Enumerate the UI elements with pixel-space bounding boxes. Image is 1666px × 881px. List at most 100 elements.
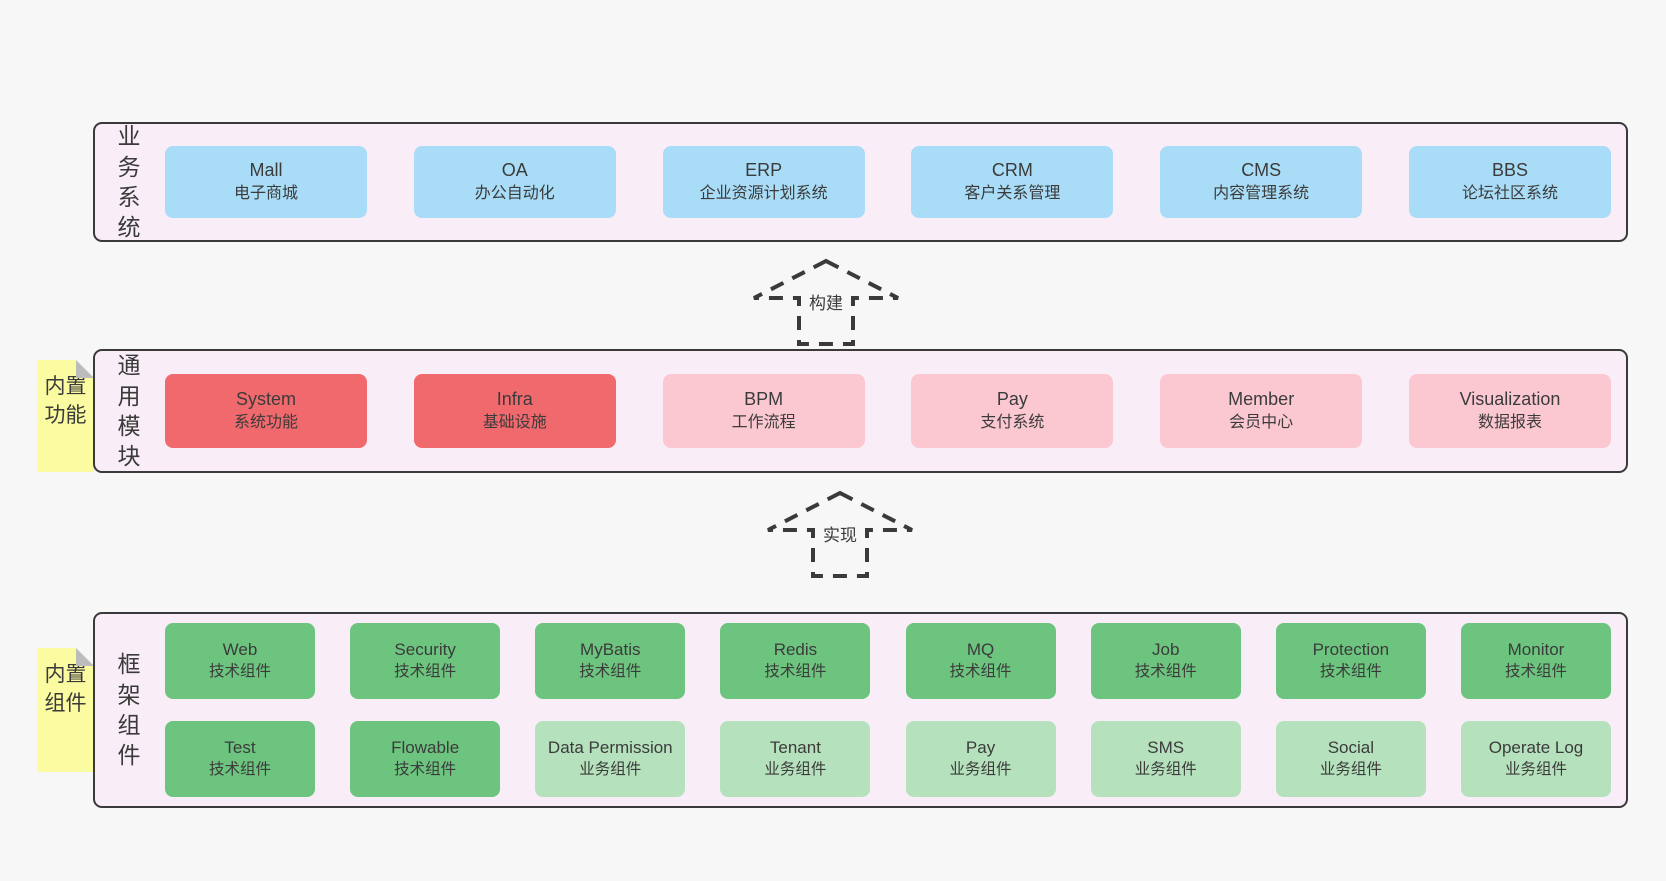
box-subtitle: 基础设施 bbox=[482, 414, 547, 432]
box-title: Data Permission bbox=[547, 738, 673, 758]
box-redis: Redis 技术组件 bbox=[720, 623, 871, 699]
box-title: BPM bbox=[744, 389, 784, 410]
panel-common-modules: 通用模块 System 系统功能 Infra 基础设施 BPM 工作流程 Pay… bbox=[93, 349, 1628, 473]
build-arrow: 构建 bbox=[748, 256, 904, 348]
box-job: Job 技术组件 bbox=[1090, 623, 1241, 699]
box-title: Redis bbox=[773, 640, 818, 660]
box-subtitle: 技术组件 bbox=[764, 662, 827, 680]
panel-title: 通用模块 bbox=[117, 352, 141, 470]
box-subtitle: 客户关系管理 bbox=[964, 185, 1061, 203]
box-flowable: Flowable 技术组件 bbox=[350, 721, 501, 797]
panel-business-systems: 业务系统 Mall 电子商城 OA 办公自动化 ERP 企业资源计划系统 CRM… bbox=[93, 122, 1628, 242]
box-security: Security 技术组件 bbox=[350, 623, 501, 699]
up-arrow-icon bbox=[753, 258, 899, 346]
box-subtitle: 技术组件 bbox=[394, 662, 457, 680]
box-subtitle: 工作流程 bbox=[731, 414, 796, 432]
box-title: Infra bbox=[496, 389, 533, 410]
box-rows: Web 技术组件 Security 技术组件 MyBatis 技术组件 Redi… bbox=[165, 623, 1611, 797]
box-title: Tenant bbox=[769, 738, 821, 758]
up-arrow-icon bbox=[767, 490, 913, 578]
box-social: Social 业务组件 bbox=[1275, 721, 1426, 797]
box-subtitle: 业务组件 bbox=[949, 760, 1012, 778]
box-row: Test 技术组件 Flowable 技术组件 Data Permission … bbox=[165, 721, 1611, 797]
box-title: MyBatis bbox=[580, 640, 641, 660]
box-subtitle: 办公自动化 bbox=[474, 185, 555, 203]
box-title: Pay bbox=[965, 738, 996, 758]
arrow-label: 构建 bbox=[804, 288, 848, 315]
box-subtitle: 会员中心 bbox=[1229, 414, 1294, 432]
panel-title: 框架组件 bbox=[117, 651, 141, 769]
box-subtitle: 技术组件 bbox=[394, 760, 457, 778]
box-subtitle: 技术组件 bbox=[1134, 662, 1197, 680]
box-title: Security bbox=[394, 640, 456, 660]
box-pay-component: Pay 业务组件 bbox=[905, 721, 1056, 797]
box-row: System 系统功能 Infra 基础设施 BPM 工作流程 Pay 支付系统… bbox=[165, 374, 1611, 448]
box-mall: Mall 电子商城 bbox=[165, 146, 367, 218]
box-title: CRM bbox=[991, 160, 1033, 181]
box-title: OA bbox=[501, 160, 528, 181]
box-subtitle: 系统功能 bbox=[233, 414, 298, 432]
box-test: Test 技术组件 bbox=[165, 721, 315, 797]
box-title: Pay bbox=[996, 389, 1028, 410]
box-infra: Infra 基础设施 bbox=[413, 374, 616, 448]
box-subtitle: 内容管理系统 bbox=[1213, 185, 1310, 203]
box-row: Mall 电子商城 OA 办公自动化 ERP 企业资源计划系统 CRM 客户关系… bbox=[165, 146, 1611, 218]
box-operate-log: Operate Log 业务组件 bbox=[1460, 721, 1611, 797]
box-subtitle: 企业资源计划系统 bbox=[699, 185, 828, 203]
box-title: CMS bbox=[1241, 160, 1282, 181]
box-title: Mall bbox=[249, 160, 283, 181]
box-title: BBS bbox=[1491, 160, 1528, 181]
box-erp: ERP 企业资源计划系统 bbox=[662, 146, 865, 218]
box-subtitle: 业务组件 bbox=[1319, 760, 1382, 778]
panel-title: 业务系统 bbox=[117, 123, 141, 241]
box-subtitle: 技术组件 bbox=[949, 662, 1012, 680]
box-title: SMS bbox=[1147, 738, 1185, 758]
arrow-label: 实现 bbox=[818, 520, 862, 547]
box-system: System 系统功能 bbox=[165, 374, 367, 448]
box-subtitle: 支付系统 bbox=[980, 414, 1045, 432]
box-oa: OA 办公自动化 bbox=[413, 146, 616, 218]
implement-arrow: 实现 bbox=[762, 488, 918, 580]
box-cms: CMS 内容管理系统 bbox=[1160, 146, 1363, 218]
box-subtitle: 数据报表 bbox=[1477, 414, 1542, 432]
box-subtitle: 技术组件 bbox=[1504, 662, 1567, 680]
box-title: Flowable bbox=[391, 738, 460, 758]
box-subtitle: 论坛社区系统 bbox=[1461, 185, 1558, 203]
box-subtitle: 业务组件 bbox=[579, 760, 642, 778]
tag-built-in-components: 内置组件 bbox=[37, 648, 94, 772]
box-mq: MQ 技术组件 bbox=[905, 623, 1056, 699]
box-subtitle: 技术组件 bbox=[208, 662, 271, 680]
box-member: Member 会员中心 bbox=[1160, 374, 1363, 448]
box-pay-system: Pay 支付系统 bbox=[911, 374, 1114, 448]
box-row: Web 技术组件 Security 技术组件 MyBatis 技术组件 Redi… bbox=[165, 623, 1611, 699]
box-title: Web bbox=[222, 640, 258, 660]
box-title: MQ bbox=[966, 640, 995, 660]
box-sms: SMS 业务组件 bbox=[1090, 721, 1241, 797]
box-mybatis: MyBatis 技术组件 bbox=[535, 623, 686, 699]
box-title: System bbox=[235, 389, 296, 410]
box-title: Member bbox=[1228, 389, 1295, 410]
box-tenant: Tenant 业务组件 bbox=[720, 721, 871, 797]
tag-built-in-features: 内置功能 bbox=[37, 360, 94, 472]
box-subtitle: 业务组件 bbox=[1504, 760, 1567, 778]
panel-framework-components: 框架组件 Web 技术组件 Security 技术组件 MyBatis 技术组件… bbox=[93, 612, 1628, 808]
box-data-permission: Data Permission 业务组件 bbox=[535, 721, 686, 797]
box-web: Web 技术组件 bbox=[165, 623, 315, 699]
box-visualization: Visualization 数据报表 bbox=[1408, 374, 1611, 448]
box-title: Test bbox=[224, 738, 256, 758]
box-title: Operate Log bbox=[1488, 738, 1584, 758]
tag-label: 内置组件 bbox=[44, 663, 87, 716]
box-subtitle: 业务组件 bbox=[1134, 760, 1197, 778]
box-title: ERP bbox=[745, 160, 783, 181]
box-monitor: Monitor 技术组件 bbox=[1460, 623, 1611, 699]
box-title: Job bbox=[1151, 640, 1180, 660]
box-subtitle: 技术组件 bbox=[579, 662, 642, 680]
box-bbs: BBS 论坛社区系统 bbox=[1408, 146, 1611, 218]
box-title: Monitor bbox=[1507, 640, 1565, 660]
box-subtitle: 技术组件 bbox=[208, 760, 271, 778]
box-subtitle: 业务组件 bbox=[764, 760, 827, 778]
box-bpm: BPM 工作流程 bbox=[662, 374, 865, 448]
box-crm: CRM 客户关系管理 bbox=[911, 146, 1114, 218]
box-subtitle: 技术组件 bbox=[1319, 662, 1382, 680]
